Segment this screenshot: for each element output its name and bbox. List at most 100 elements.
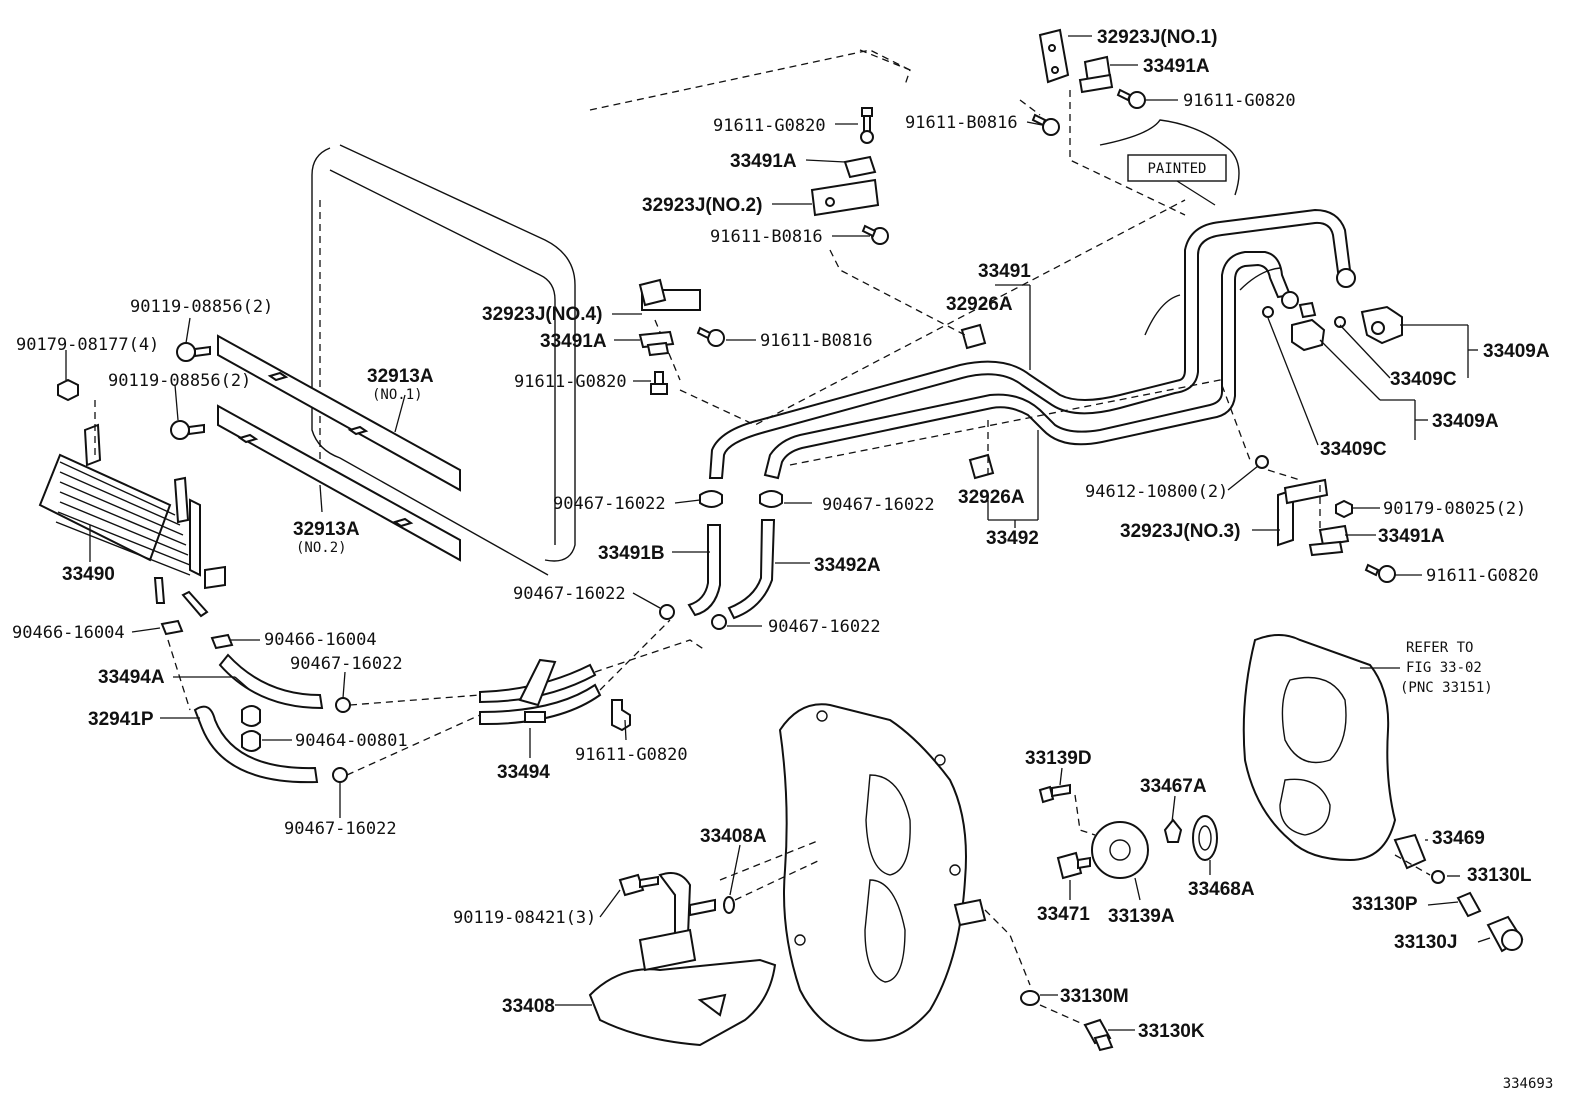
connector-33409a-top — [1360, 305, 1403, 345]
label-90467-b: 90467-16022 — [822, 495, 935, 515]
label-33491a-left: 33491A — [540, 331, 607, 352]
label-90119-a: 90119-08856(2) — [130, 297, 273, 317]
key-33467a — [1163, 818, 1183, 843]
label-32913a-no2: 32913A — [293, 519, 360, 540]
label-32923j-no4: 32923J(NO.4) — [482, 304, 602, 325]
bolt-91611-g0820-right — [1364, 563, 1396, 583]
label-33130j: 33130J — [1394, 932, 1457, 953]
label-33491a-right: 33491A — [1378, 526, 1445, 547]
label-33130p: 33130P — [1352, 894, 1418, 915]
label-91611-g0820-right: 91611-G0820 — [1426, 566, 1539, 586]
bolt-91611-g0820-tr — [1116, 88, 1146, 109]
label-32923j-no3: 32923J(NO.3) — [1120, 521, 1240, 542]
label-91611-b0816-top: 91611-B0816 — [905, 113, 1018, 133]
label-33468a: 33468A — [1188, 879, 1255, 900]
clamp-33491a-left — [638, 330, 675, 357]
clamp-90466-a — [160, 619, 184, 636]
label-91611-g0820-left: 91611-G0820 — [514, 372, 627, 392]
refer-note-line-1: REFER TO — [1406, 640, 1473, 656]
label-33491a-mid: 33491A — [730, 151, 797, 172]
label-33471: 33471 — [1037, 904, 1090, 925]
label-91611-g0820-mid: 91611-G0820 — [713, 116, 826, 136]
pin-33469 — [1393, 833, 1427, 870]
painted-label: PAINTED — [1147, 161, 1206, 177]
clamp-33491a-mid — [843, 155, 877, 179]
bracket-32923j-no4 — [638, 278, 701, 311]
label-33139d: 33139D — [1025, 748, 1092, 769]
label-90179-08025: 90179-08025(2) — [1383, 499, 1526, 519]
bolt-90119-08421 — [618, 873, 659, 897]
label-90466-b: 90466-16004 — [264, 630, 377, 650]
label-33492: 33492 — [986, 528, 1039, 549]
clamp-90464 — [241, 705, 261, 752]
label-91611-b0816-left: 91611-B0816 — [760, 331, 873, 351]
seal-33468a — [1192, 815, 1218, 861]
bolt-90119-b — [170, 420, 205, 440]
callout-labels: 32923J(NO.1) 33491A 91611-G0820 91611-B0… — [12, 27, 1550, 1042]
hose-33491b — [687, 524, 721, 617]
clamps-90467 — [659, 490, 783, 630]
spring-33130p — [1456, 891, 1482, 918]
label-94612: 94612-10800(2) — [1085, 482, 1228, 502]
pipe-33408a — [689, 896, 735, 917]
label-33408: 33408 — [502, 996, 555, 1017]
hose-33492a — [727, 519, 776, 620]
label-33409a-top: 33409A — [1483, 341, 1550, 362]
transfer-case-rear — [1242, 634, 1397, 862]
label-33494a: 33494A — [98, 667, 165, 688]
bracket-32923j-no1 — [1038, 28, 1070, 84]
label-32913a-no2-sub: (NO.2) — [296, 540, 347, 556]
bolt-33139d — [1038, 783, 1071, 804]
label-91611-g0820-bot: 91611-G0820 — [575, 745, 688, 765]
label-33408a: 33408A — [700, 826, 767, 847]
clamp-90467-f — [332, 767, 348, 783]
label-33492a: 33492A — [814, 555, 881, 576]
label-33469: 33469 — [1432, 828, 1485, 849]
label-90179-08177: 90179-08177(4) — [16, 335, 159, 355]
label-33409a-bot: 33409A — [1432, 411, 1499, 432]
clamp-33491a-top — [1078, 55, 1114, 94]
label-33130k: 33130K — [1138, 1021, 1205, 1042]
connector-33409a-bot — [1291, 301, 1326, 352]
leader-lines — [65, 35, 1491, 1031]
label-90119-08421: 90119-08421(3) — [453, 908, 596, 928]
oring-33130l — [1431, 870, 1445, 884]
bolt-33471 — [1056, 851, 1091, 880]
grommet-32926a-bot — [968, 453, 995, 480]
clamp-33491a-right — [1308, 524, 1350, 557]
bracket-plate-32913a-no1 — [217, 334, 461, 492]
bolt-91611-b0816-top — [1031, 113, 1060, 136]
label-33494: 33494 — [497, 762, 550, 783]
bolt-90119-a — [176, 342, 211, 362]
label-33490: 33490 — [62, 564, 115, 585]
label-90467-d: 90467-16022 — [768, 617, 881, 637]
bolt-91611-g0820-bot — [611, 699, 631, 732]
label-33130m: 33130M — [1060, 986, 1129, 1007]
label-33491a-top: 33491A — [1143, 56, 1210, 77]
refer-note-line-3: (PNC 33151) — [1400, 680, 1493, 696]
label-33409c-top: 33409C — [1390, 369, 1457, 390]
tube-33494 — [479, 658, 602, 726]
nut-90179-08025 — [1335, 499, 1353, 519]
bracket-32923j-no3 — [1277, 478, 1329, 547]
label-32923j-no1: 32923J(NO.1) — [1097, 27, 1217, 48]
pump-body-33408 — [588, 872, 777, 1047]
hose-32941p — [193, 705, 319, 784]
tube-33492 — [763, 251, 1299, 480]
clamp-90467-e — [335, 697, 351, 713]
washer-94612 — [1255, 455, 1269, 469]
oil-cooler-33490 — [38, 423, 226, 618]
grommet-32926a-top — [960, 323, 987, 350]
label-90119-b: 90119-08856(2) — [108, 371, 251, 391]
bolt-91611-b0816-left — [696, 326, 725, 347]
transfer-case-cover — [778, 703, 987, 1042]
bolt-91611-g0820-mid — [860, 107, 874, 144]
label-32941p: 32941P — [88, 709, 154, 730]
label-90467-e: 90467-16022 — [290, 654, 403, 674]
plug-33130j — [1486, 915, 1524, 953]
painted-note: PAINTED — [1127, 154, 1227, 206]
label-33409c-bot: 33409C — [1320, 439, 1387, 460]
label-90467-a: 90467-16022 — [553, 494, 666, 514]
label-32913a-no1-sub: (NO.1) — [372, 387, 423, 403]
